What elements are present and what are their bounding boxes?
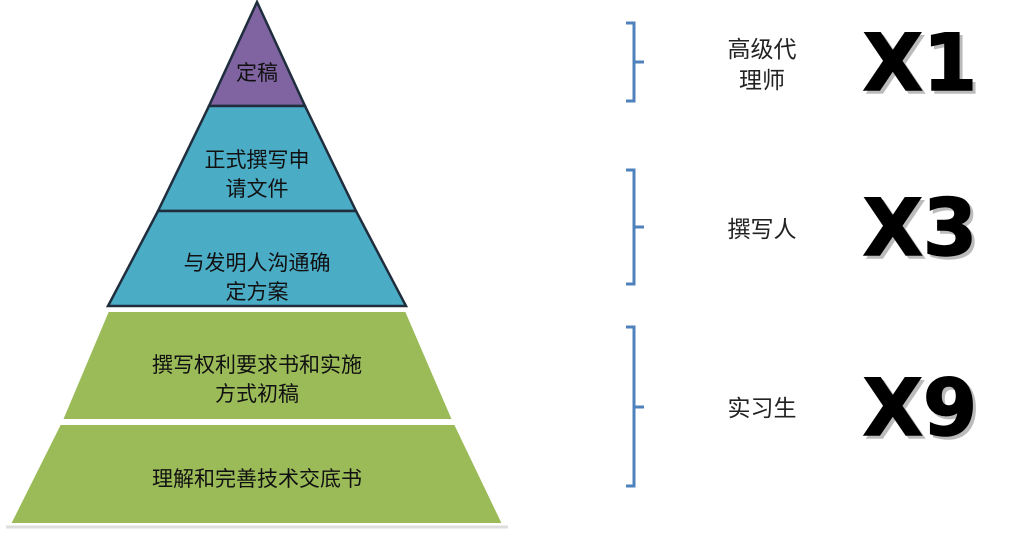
bracket-intern	[626, 327, 644, 486]
multiplier-intern: X9	[863, 364, 977, 454]
tier-finalize	[209, 2, 305, 106]
bracket-writer	[626, 170, 644, 284]
multiplier-senior: X1	[863, 19, 977, 109]
tier-label: 理解和完善技术交底书	[152, 467, 362, 491]
role-label: 撰写人	[728, 217, 797, 243]
role-label: 高级代理师	[728, 37, 797, 94]
tier-label: 定稿	[236, 61, 278, 85]
bracket-senior	[626, 23, 644, 101]
multiplier-writer: X3	[863, 184, 977, 274]
role-label: 实习生	[728, 396, 797, 422]
